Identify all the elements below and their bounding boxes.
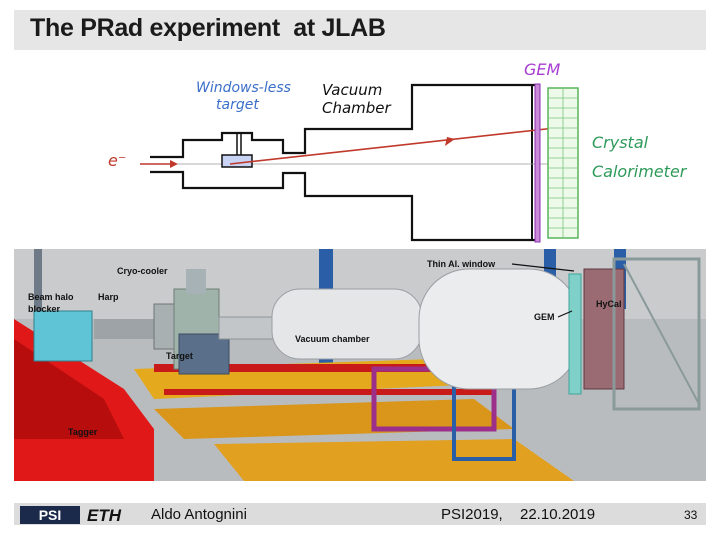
hycal-label: HyCal: [596, 299, 622, 309]
footer-bar: [14, 503, 706, 525]
gem-label: GEM: [524, 60, 561, 79]
beam-halo-label-1: Beam halo: [28, 292, 74, 302]
chamber-label-line1: Vacuum: [322, 81, 382, 99]
target-stand: [178, 333, 230, 375]
chamber-outline-bottom: [150, 170, 537, 242]
gem-photo-label: GEM: [534, 312, 555, 322]
vacuum-chamber-front: [271, 288, 423, 360]
floor-beam: [214, 439, 574, 481]
tagger-label: Tagger: [68, 427, 98, 437]
setup-rendering: Cryo-cooler Beam halo blocker Harp Targe…: [14, 249, 706, 481]
footer-conference: PSI2019,: [441, 506, 503, 523]
chamber-label-line2: Chamber: [322, 99, 392, 117]
slide-title: The PRad experiment at JLAB: [30, 14, 386, 42]
vacuum-chamber-main: [418, 268, 580, 390]
beam-label: e⁻: [108, 151, 126, 170]
cryo-cooler-label: Cryo-cooler: [117, 266, 168, 276]
psi-logo-text: PSI: [39, 507, 62, 523]
vacuum-chamber-label: Vacuum chamber: [295, 334, 370, 344]
chamber-outline-top: [150, 83, 537, 159]
footer-date: 22.10.2019: [520, 506, 596, 523]
psi-logo: PSI: [20, 506, 80, 524]
page-number: 33: [684, 508, 698, 522]
beam-arrow-scatter: [445, 137, 455, 146]
gem-detector: [568, 273, 582, 395]
hycal-frame: [612, 257, 701, 411]
target-cell: [221, 154, 253, 168]
eth-logo: ETH: [87, 506, 122, 524]
target-label-line1: Windows-less: [196, 80, 291, 96]
target-label-line2: target: [216, 97, 259, 113]
hycal-detector: [583, 268, 625, 390]
calorimeter-label-line1: Crystal: [592, 133, 649, 152]
beam-arrow-in: [170, 160, 178, 168]
scattered-electron-track: [229, 127, 556, 165]
beam-halo-blocker: [33, 310, 93, 362]
calorimeter-cells: [548, 88, 578, 238]
beam-halo-label-2: blocker: [28, 304, 61, 314]
footer-author: Aldo Antognini: [151, 506, 247, 523]
title-bar: [14, 10, 706, 50]
harp-label: Harp: [98, 292, 119, 302]
experiment-schematic: e⁻ Windows-less target Vacuum Chamber GE…: [108, 60, 688, 243]
eth-logo-text: ETH: [87, 506, 122, 524]
thin-window-label: Thin Al. window: [427, 259, 496, 269]
calorimeter-label-line2: Calorimeter: [592, 162, 688, 181]
target-photo-label: Target: [166, 351, 193, 361]
gem-plane: [534, 83, 541, 243]
